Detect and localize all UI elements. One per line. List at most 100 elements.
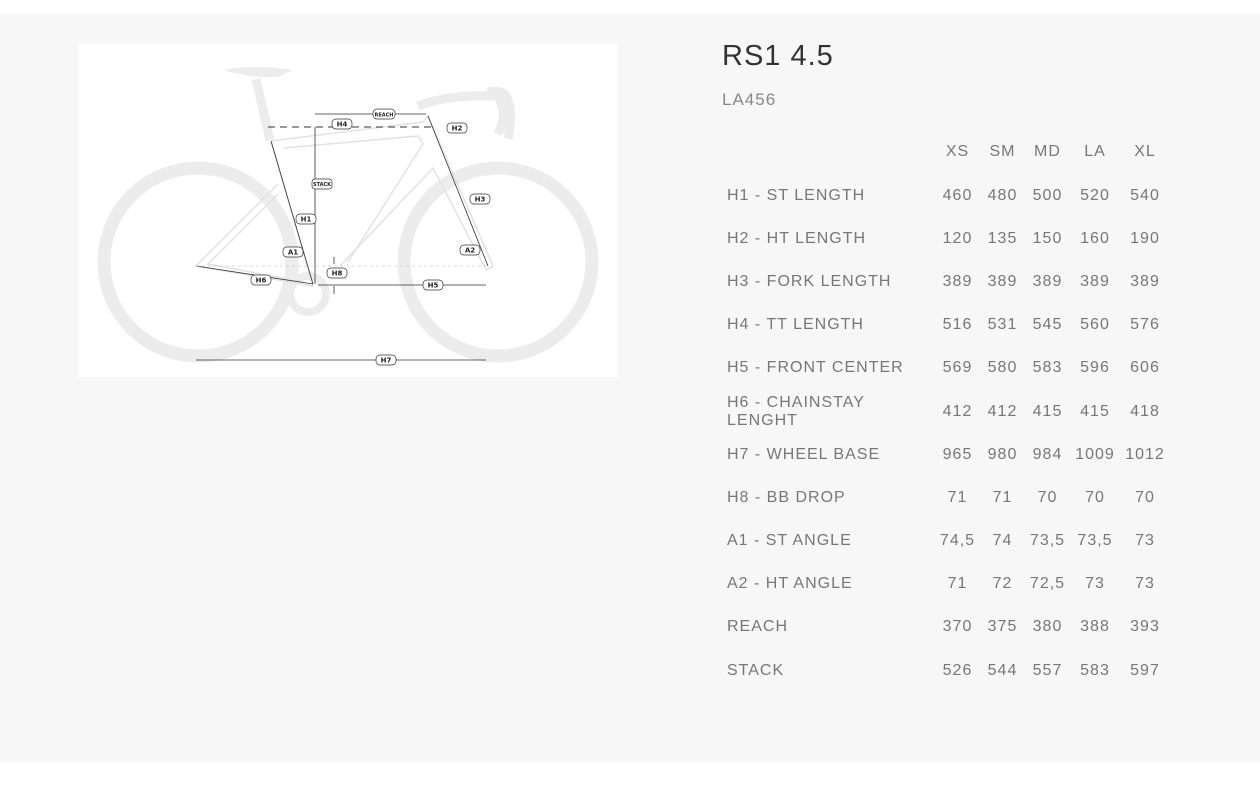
measurement-value: 388 xyxy=(1080,618,1110,636)
measurement-value: 73 xyxy=(1135,575,1155,593)
label-stack: STACK xyxy=(313,182,332,188)
table-row: H6 - CHAINSTAY LENGHT 412 412 415 415 418 xyxy=(722,390,1170,433)
measurement-value: 526 xyxy=(942,661,973,679)
measurement-value: 576 xyxy=(1130,316,1160,334)
measurement-value: 965 xyxy=(942,445,973,463)
measurement-value: 70 xyxy=(1135,488,1155,506)
measurement-value: 375 xyxy=(987,618,1018,636)
measurement-value: 418 xyxy=(1130,402,1160,420)
measurement-value: 500 xyxy=(1032,186,1063,204)
label-a2: A2 xyxy=(465,247,475,255)
seatpost xyxy=(251,77,275,142)
saddle xyxy=(223,67,293,78)
measurement-value: 393 xyxy=(1130,618,1160,636)
measurement-value: 516 xyxy=(942,316,973,334)
measurement-value: 583 xyxy=(1080,661,1110,679)
measurement-value: 389 xyxy=(1080,272,1110,290)
measurement-value: 73 xyxy=(1135,532,1155,550)
measurement-value: 74,5 xyxy=(939,532,976,550)
measurement-label: A2 - HT ANGLE xyxy=(727,575,853,593)
measurement-value: 370 xyxy=(942,618,973,636)
size-header: XS xyxy=(945,143,970,160)
table-row: H4 - TT LENGTH 516 531 545 560 576 xyxy=(722,304,1170,347)
measurement-label: H2 - HT LENGTH xyxy=(727,229,867,247)
measurement-value: 544 xyxy=(987,661,1018,679)
measurement-value: 569 xyxy=(942,359,973,377)
label-h5: H5 xyxy=(428,282,439,290)
measurement-value: 580 xyxy=(987,359,1018,377)
measurement-value: 597 xyxy=(1130,661,1160,679)
measurement-label: H4 - TT LENGTH xyxy=(727,316,864,334)
diagram-labels: REACH H4 H2 STACK H1 H3 A1 A2 H8 H6 H5 H… xyxy=(250,108,491,366)
measurement-label: H3 - FORK LENGTH xyxy=(727,272,892,290)
measurement-value: 1009 xyxy=(1075,445,1115,463)
measurement-value: 540 xyxy=(1130,186,1160,204)
measurement-label: H8 - BB DROP xyxy=(727,488,846,506)
measurement-value: 415 xyxy=(1080,402,1110,420)
label-h8: H8 xyxy=(332,270,343,278)
measurement-value: 560 xyxy=(1080,316,1110,334)
measurement-value: 583 xyxy=(1032,359,1063,377)
label-h2: H2 xyxy=(452,125,463,133)
measurement-value: 120 xyxy=(942,229,973,247)
measurement-label: A1 - ST ANGLE xyxy=(727,532,852,550)
measurement-value: 135 xyxy=(987,229,1018,247)
label-h1: H1 xyxy=(301,216,312,224)
label-h4: H4 xyxy=(337,121,348,129)
measurement-value: 545 xyxy=(1032,316,1063,334)
label-reach: REACH xyxy=(375,113,394,119)
measurement-value: 606 xyxy=(1130,359,1160,377)
measurement-value: 389 xyxy=(942,272,973,290)
measurement-value: 557 xyxy=(1032,661,1063,679)
bike-geometry-svg: REACH H4 H2 STACK H1 H3 A1 A2 H8 H6 H5 H… xyxy=(97,67,599,366)
product-title: RS1 4.5 xyxy=(722,40,834,72)
size-header: SM xyxy=(989,143,1016,160)
table-row: STACK 526 544 557 583 597 xyxy=(722,649,1170,692)
measurement-value: 389 xyxy=(987,272,1018,290)
chainring xyxy=(286,272,331,316)
measurement-value: 389 xyxy=(1032,272,1063,290)
product-code: LA456 xyxy=(722,90,777,109)
measurement-label: H6 - CHAINSTAY LENGHT xyxy=(727,393,865,429)
measurement-value: 412 xyxy=(987,402,1018,420)
measurement-value: 160 xyxy=(1080,229,1110,247)
measurement-value: 596 xyxy=(1080,359,1110,377)
measurement-value: 460 xyxy=(942,186,973,204)
h3-line xyxy=(427,115,489,267)
h1-line xyxy=(270,140,314,285)
measurement-value: 984 xyxy=(1032,445,1063,463)
size-header: MD xyxy=(1034,143,1061,160)
measurement-value: 389 xyxy=(1130,272,1160,290)
measurement-value: 412 xyxy=(942,402,973,420)
label-a1: A1 xyxy=(288,249,298,257)
measurement-value: 531 xyxy=(987,316,1018,334)
size-header-row: XS SM MD LA XL xyxy=(722,130,1170,174)
rear-wheel xyxy=(97,161,299,363)
measurement-label: H1 - ST LENGTH xyxy=(727,186,866,204)
bike-geometry-diagram: REACH H4 H2 STACK H1 H3 A1 A2 H8 H6 H5 H… xyxy=(78,44,618,377)
measurement-value: 73,5 xyxy=(1077,532,1113,550)
measurement-value: 70 xyxy=(1037,488,1058,506)
measurement-label: H7 - WHEEL BASE xyxy=(727,445,881,463)
measurement-label: H5 - FRONT CENTER xyxy=(727,359,904,377)
measurement-value: 415 xyxy=(1032,402,1063,420)
measurement-value: 980 xyxy=(987,445,1018,463)
handlebar xyxy=(416,86,515,140)
table-row: H5 - FRONT CENTER 569 580 583 596 606 xyxy=(722,347,1170,390)
frame-outline xyxy=(194,114,494,287)
header-spacer xyxy=(722,130,935,174)
measurement-value: 71 xyxy=(947,575,968,593)
measurement-label: STACK xyxy=(727,661,785,679)
measurement-value: 73 xyxy=(1085,575,1105,593)
measurement-value: 480 xyxy=(987,186,1018,204)
measurement-label: REACH xyxy=(727,618,789,636)
measurement-value: 74 xyxy=(992,532,1013,550)
size-header: LA xyxy=(1084,143,1106,160)
measurement-value: 72,5 xyxy=(1029,575,1066,593)
